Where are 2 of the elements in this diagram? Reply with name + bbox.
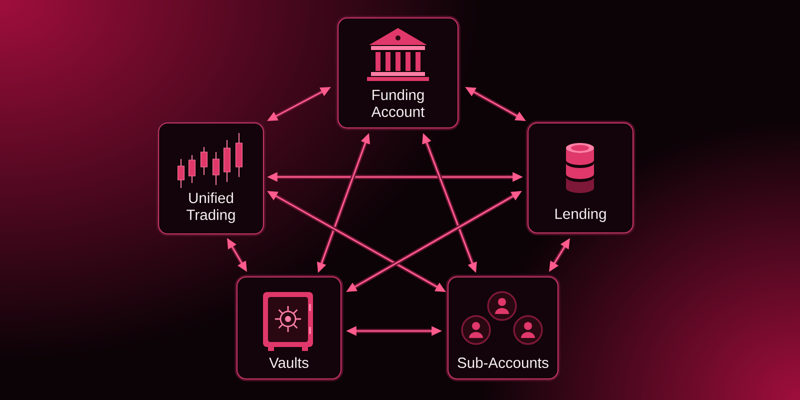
feature-box: Lending (526, 120, 636, 236)
feature-box: Unified Trading (156, 120, 266, 236)
